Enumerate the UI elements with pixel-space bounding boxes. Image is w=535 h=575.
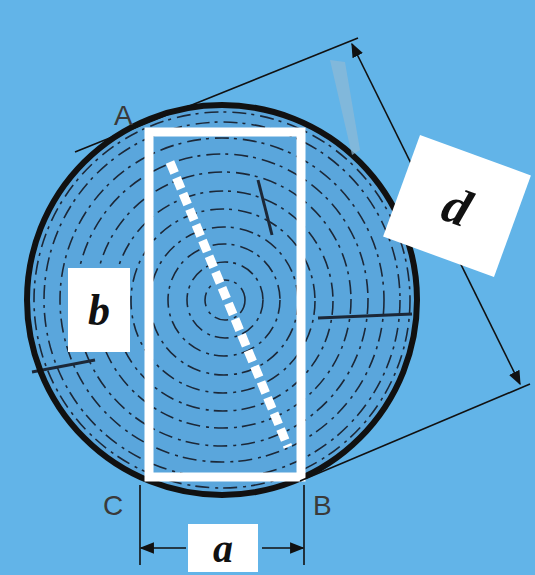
- point-label: C: [103, 490, 123, 522]
- point-label: A: [114, 100, 133, 132]
- point-label: B: [313, 490, 332, 522]
- dimension-label: b: [68, 268, 130, 352]
- dimension-label: a: [188, 524, 258, 572]
